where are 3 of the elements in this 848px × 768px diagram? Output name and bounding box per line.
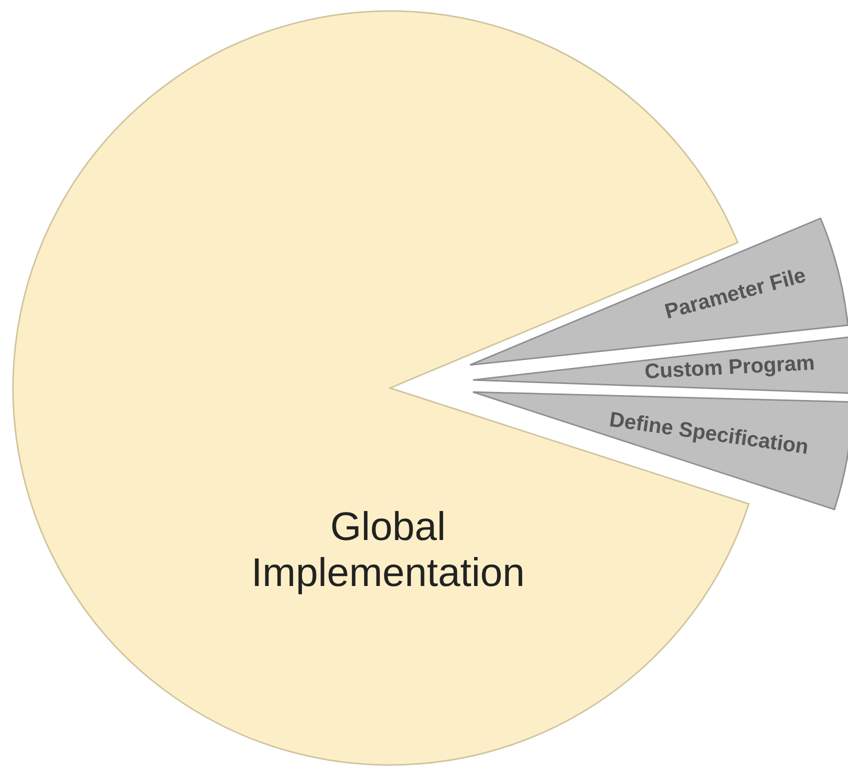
slice-label: Define Specification — [608, 408, 810, 459]
slice-label: Custom Program — [644, 352, 816, 384]
slice-label: Global Implementation — [251, 505, 525, 595]
